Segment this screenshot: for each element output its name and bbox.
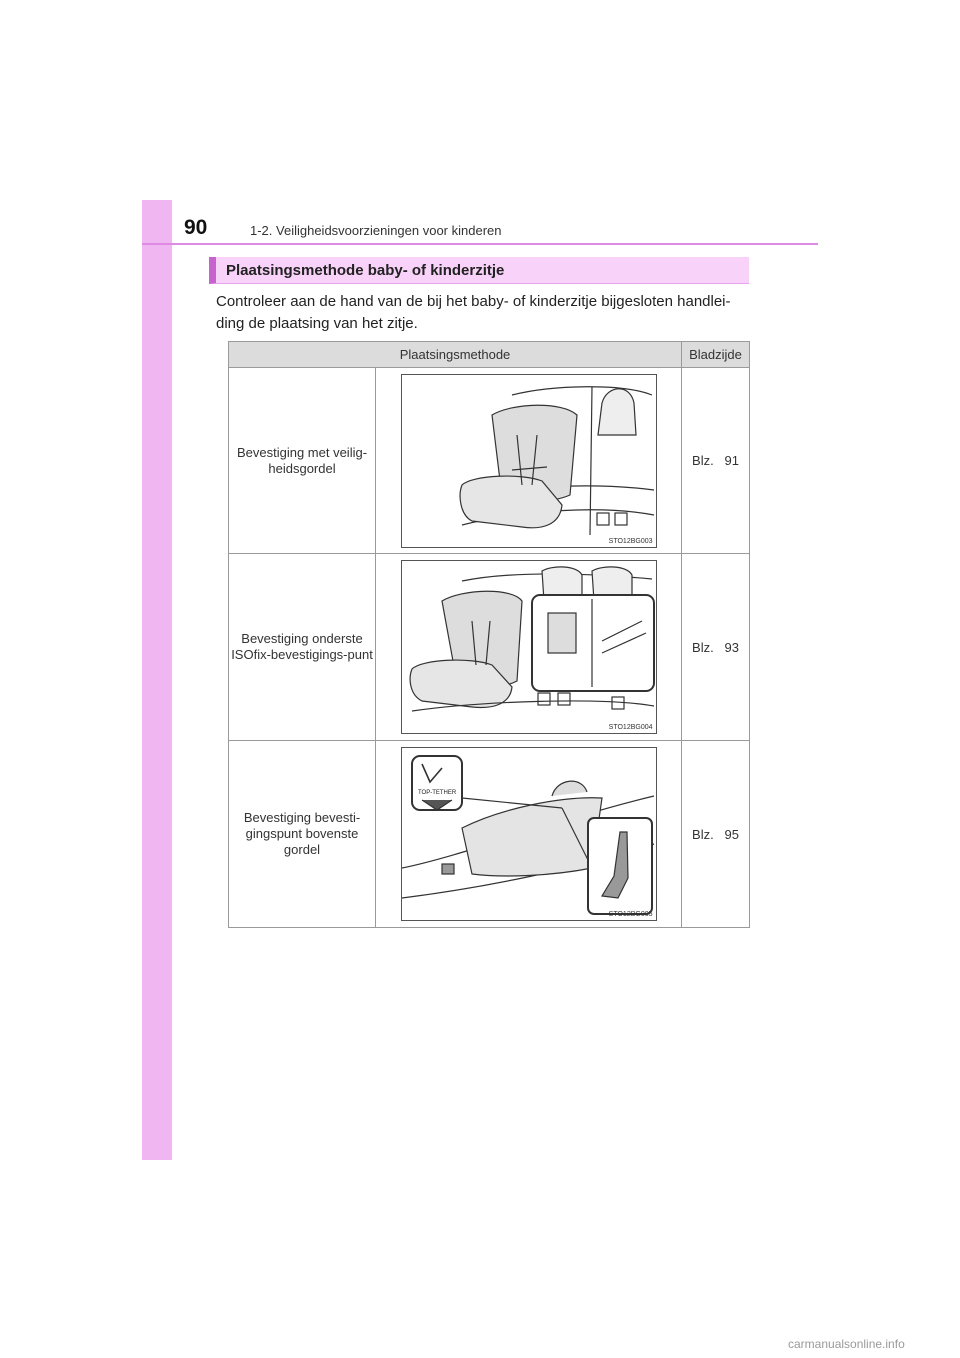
isofix-child-seat-illustration-icon: STO12BG004: [400, 560, 657, 734]
side-band: [142, 200, 172, 1160]
page-reference: Blz. 93: [681, 553, 751, 741]
header-page: Bladzijde: [681, 341, 751, 368]
image-code: STO12BG003: [608, 537, 653, 545]
image-code: STO12BG004: [608, 724, 653, 731]
table-row: Bevestiging met veilig-heidsgordel: [228, 367, 751, 554]
method-illustration-cell: STO12BG004: [374, 553, 683, 741]
header-method: Plaatsingsmethode: [227, 341, 683, 368]
seatbelt-child-seat-illustration-icon: STO12BG003: [400, 373, 657, 548]
section-header: 1-2. Veiligheidsvoorzieningen voor kinde…: [250, 223, 502, 238]
page-reference: Blz. 91: [681, 367, 751, 554]
section-title-bar: Plaatsingsmethode baby- of kinderzitje: [209, 257, 749, 284]
methods-table: Plaatsingsmethode Bladzijde Bevestiging …: [227, 341, 751, 928]
header-rule: [142, 243, 818, 245]
page-number: 90: [184, 216, 208, 239]
method-illustration-cell: STO12BG003: [374, 367, 683, 554]
method-label: Bevestiging met veilig-heidsgordel: [228, 367, 376, 554]
image-code: STO12BG005: [608, 911, 653, 918]
table-row: Bevestiging bevesti-gingspunt bovenste g…: [228, 740, 751, 928]
table-row: Bevestiging onderste ISOfix-bevestigings…: [228, 553, 751, 741]
table-header-row: Plaatsingsmethode Bladzijde: [227, 341, 751, 368]
watermark: carmanualsonline.info: [788, 1337, 905, 1351]
intro-paragraph: Controleer aan de hand van de bij het ba…: [216, 293, 731, 332]
page-reference: Blz. 95: [681, 740, 751, 928]
top-tether-illustration-icon: TOP-TETHER STO12BG005: [400, 747, 657, 921]
method-label: Bevestiging bevesti-gingspunt bovenste g…: [228, 740, 376, 928]
section-title: Plaatsingsmethode baby- of kinderzitje: [226, 262, 505, 279]
method-illustration-cell: TOP-TETHER STO12BG005: [374, 740, 683, 928]
method-label: Bevestiging onderste ISOfix-bevestigings…: [228, 553, 376, 741]
top-tether-badge: TOP-TETHER: [418, 790, 457, 796]
